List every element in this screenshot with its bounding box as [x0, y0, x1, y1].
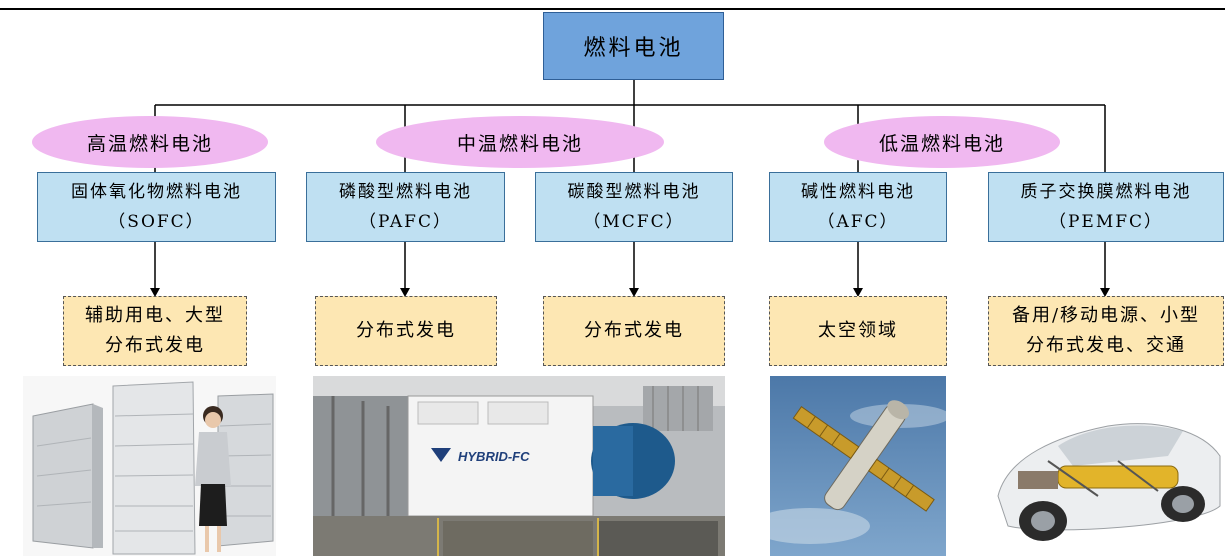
type-afc: 碱性燃料电池（AFC） — [769, 172, 947, 242]
type-mcfc: 碳酸型燃料电池（MCFC） — [535, 172, 733, 242]
category-mid-temp: 中温燃料电池 — [376, 116, 664, 168]
application-sofc: 辅助用电、大型分布式发电 — [63, 296, 247, 366]
type-pafc: 磷酸型燃料电池（PAFC） — [306, 172, 505, 242]
application-mcfc: 分布式发电 — [543, 296, 725, 366]
sofc-unit-photo — [23, 376, 276, 556]
hybrid-fc-label: HYBRID-FC — [458, 449, 530, 464]
type-pemfc: 质子交换膜燃料电池（PEMFC） — [988, 172, 1224, 242]
fuel-cell-car-photo — [988, 376, 1224, 556]
application-afc: 太空领域 — [769, 296, 947, 366]
category-high-temp: 高温燃料电池 — [32, 116, 268, 168]
application-pafc: 分布式发电 — [315, 296, 497, 366]
spacecraft-photo — [770, 376, 946, 556]
header-rule — [0, 8, 1225, 10]
type-sofc: 固体氧化物燃料电池（SOFC） — [37, 172, 276, 242]
application-pemfc: 备用/移动电源、小型分布式发电、交通 — [988, 296, 1224, 366]
root-node-fuel-cell: 燃料电池 — [543, 12, 724, 80]
hybrid-fc-plant-photo: HYBRID-FC — [313, 376, 725, 556]
category-low-temp: 低温燃料电池 — [824, 116, 1060, 168]
